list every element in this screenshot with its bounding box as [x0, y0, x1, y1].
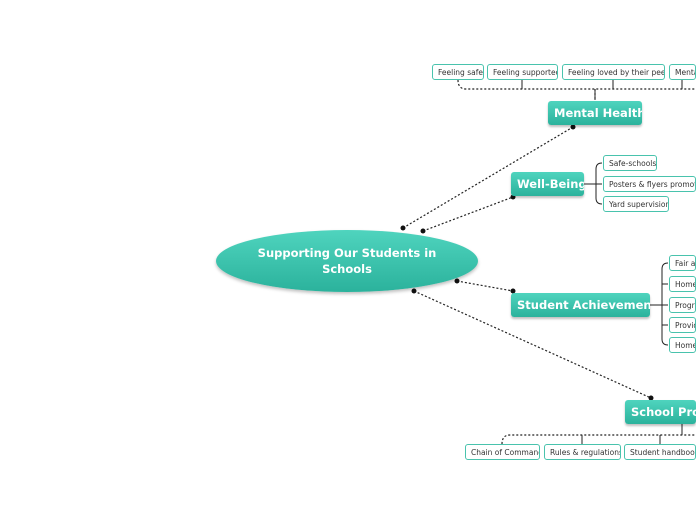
subtopic-yard-supervision[interactable]: Yard supervision: [603, 196, 669, 212]
topic-label: Mental Health: [554, 106, 642, 120]
topic-label: Student Achievement: [517, 298, 650, 312]
subtopic-feeling-safe[interactable]: Feeling safe: [432, 64, 484, 80]
subtopic-student-handbook[interactable]: Student handbook: [624, 444, 696, 460]
link-well-being: [422, 196, 514, 232]
topic-school-procedures[interactable]: School Proc: [625, 400, 696, 424]
subtopic-homew[interactable]: Homew: [669, 337, 696, 353]
subtopic-home[interactable]: Home: [669, 276, 696, 292]
subtopic-posters-flyers[interactable]: Posters & flyers promoting: [603, 176, 696, 192]
subtopic-feeling-loved[interactable]: Feeling loved by their peers: [562, 64, 665, 80]
topic-label: Well-Being: [517, 177, 584, 191]
subtopic-rules-regulations[interactable]: Rules & regulations: [544, 444, 621, 460]
subtopic-fair-as[interactable]: Fair as: [669, 255, 696, 271]
link-mental-health: [402, 126, 574, 229]
link-school-procedures: [413, 290, 652, 399]
subtopic-provid[interactable]: Provid: [669, 317, 696, 333]
subtopic-feeling-supported[interactable]: Feeling supported: [487, 64, 558, 80]
link-student-achievement: [456, 280, 514, 292]
topic-student-achievement[interactable]: Student Achievement: [511, 293, 650, 317]
central-topic[interactable]: Supporting Our Students in Schools: [216, 230, 478, 292]
topic-label: School Proc: [631, 405, 696, 419]
topic-mental-health[interactable]: Mental Health: [548, 101, 642, 125]
subtopic-mental[interactable]: Mental: [669, 64, 696, 80]
topic-well-being[interactable]: Well-Being: [511, 172, 584, 196]
subtopic-progre[interactable]: Progre: [669, 297, 696, 313]
subtopic-chain-of-command[interactable]: Chain of Command: [465, 444, 540, 460]
central-topic-label: Supporting Our Students in Schools: [257, 246, 437, 276]
subtopic-safe-schools[interactable]: Safe-schools: [603, 155, 657, 171]
